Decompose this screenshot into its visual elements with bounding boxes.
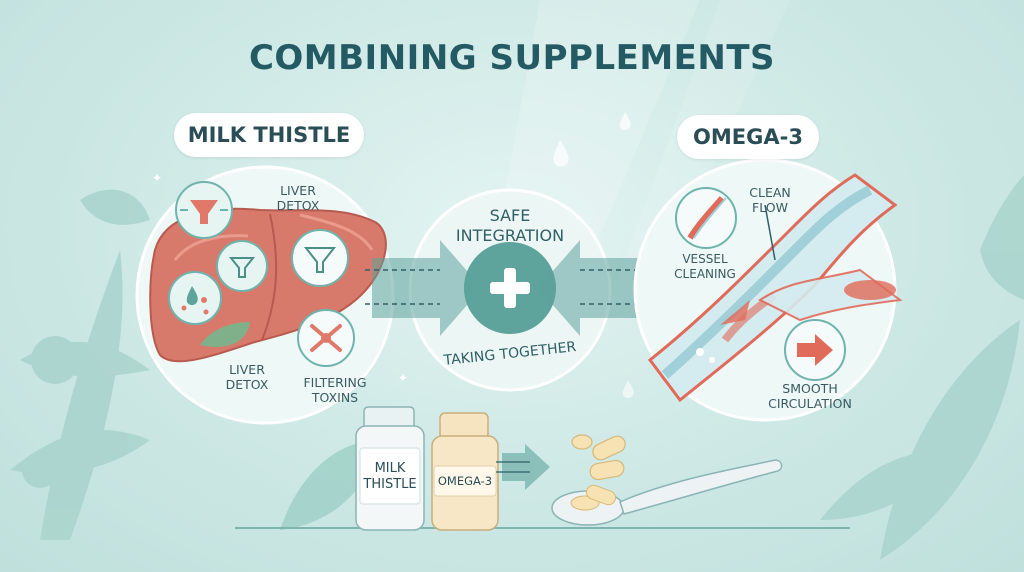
- sparkle-icon: ✦: [398, 371, 408, 385]
- funnel-badge-center: [216, 240, 268, 292]
- vessel-badge: [675, 187, 737, 249]
- blood-vessel-illustration: [647, 173, 903, 403]
- funnel-badge-right: [291, 229, 349, 287]
- sparkle-icon: ✦: [152, 171, 162, 185]
- spoon: [551, 459, 783, 526]
- drops-badge: [168, 271, 222, 325]
- omega3-pill: OMEGA-3: [677, 115, 819, 159]
- capsules: [571, 434, 626, 481]
- gallbladder: [200, 322, 250, 348]
- droplet: [619, 112, 631, 130]
- leaves-right: [820, 175, 1024, 560]
- toxins-badge: [297, 309, 355, 367]
- bottle-label-omega3: OMEGA-3: [437, 474, 493, 488]
- funnel-badge-top: [175, 181, 233, 239]
- milk-thistle-pill: MILK THISTLE: [174, 113, 364, 157]
- arrow-right-badge: [784, 319, 846, 381]
- droplet: [622, 380, 634, 398]
- arrow-from-right: [538, 240, 655, 336]
- droplet: [553, 140, 569, 167]
- page-title: COMBINING SUPPLEMENTS: [248, 38, 776, 78]
- thistle-plant-left: [10, 189, 150, 540]
- leaf-bottom: [280, 440, 380, 530]
- callout-line: [764, 204, 776, 261]
- milk-thistle-bottle: [355, 406, 425, 531]
- arrow-to-spoon: [502, 444, 550, 490]
- arrow-from-left: [365, 240, 482, 336]
- omega3-bottle: [431, 412, 499, 531]
